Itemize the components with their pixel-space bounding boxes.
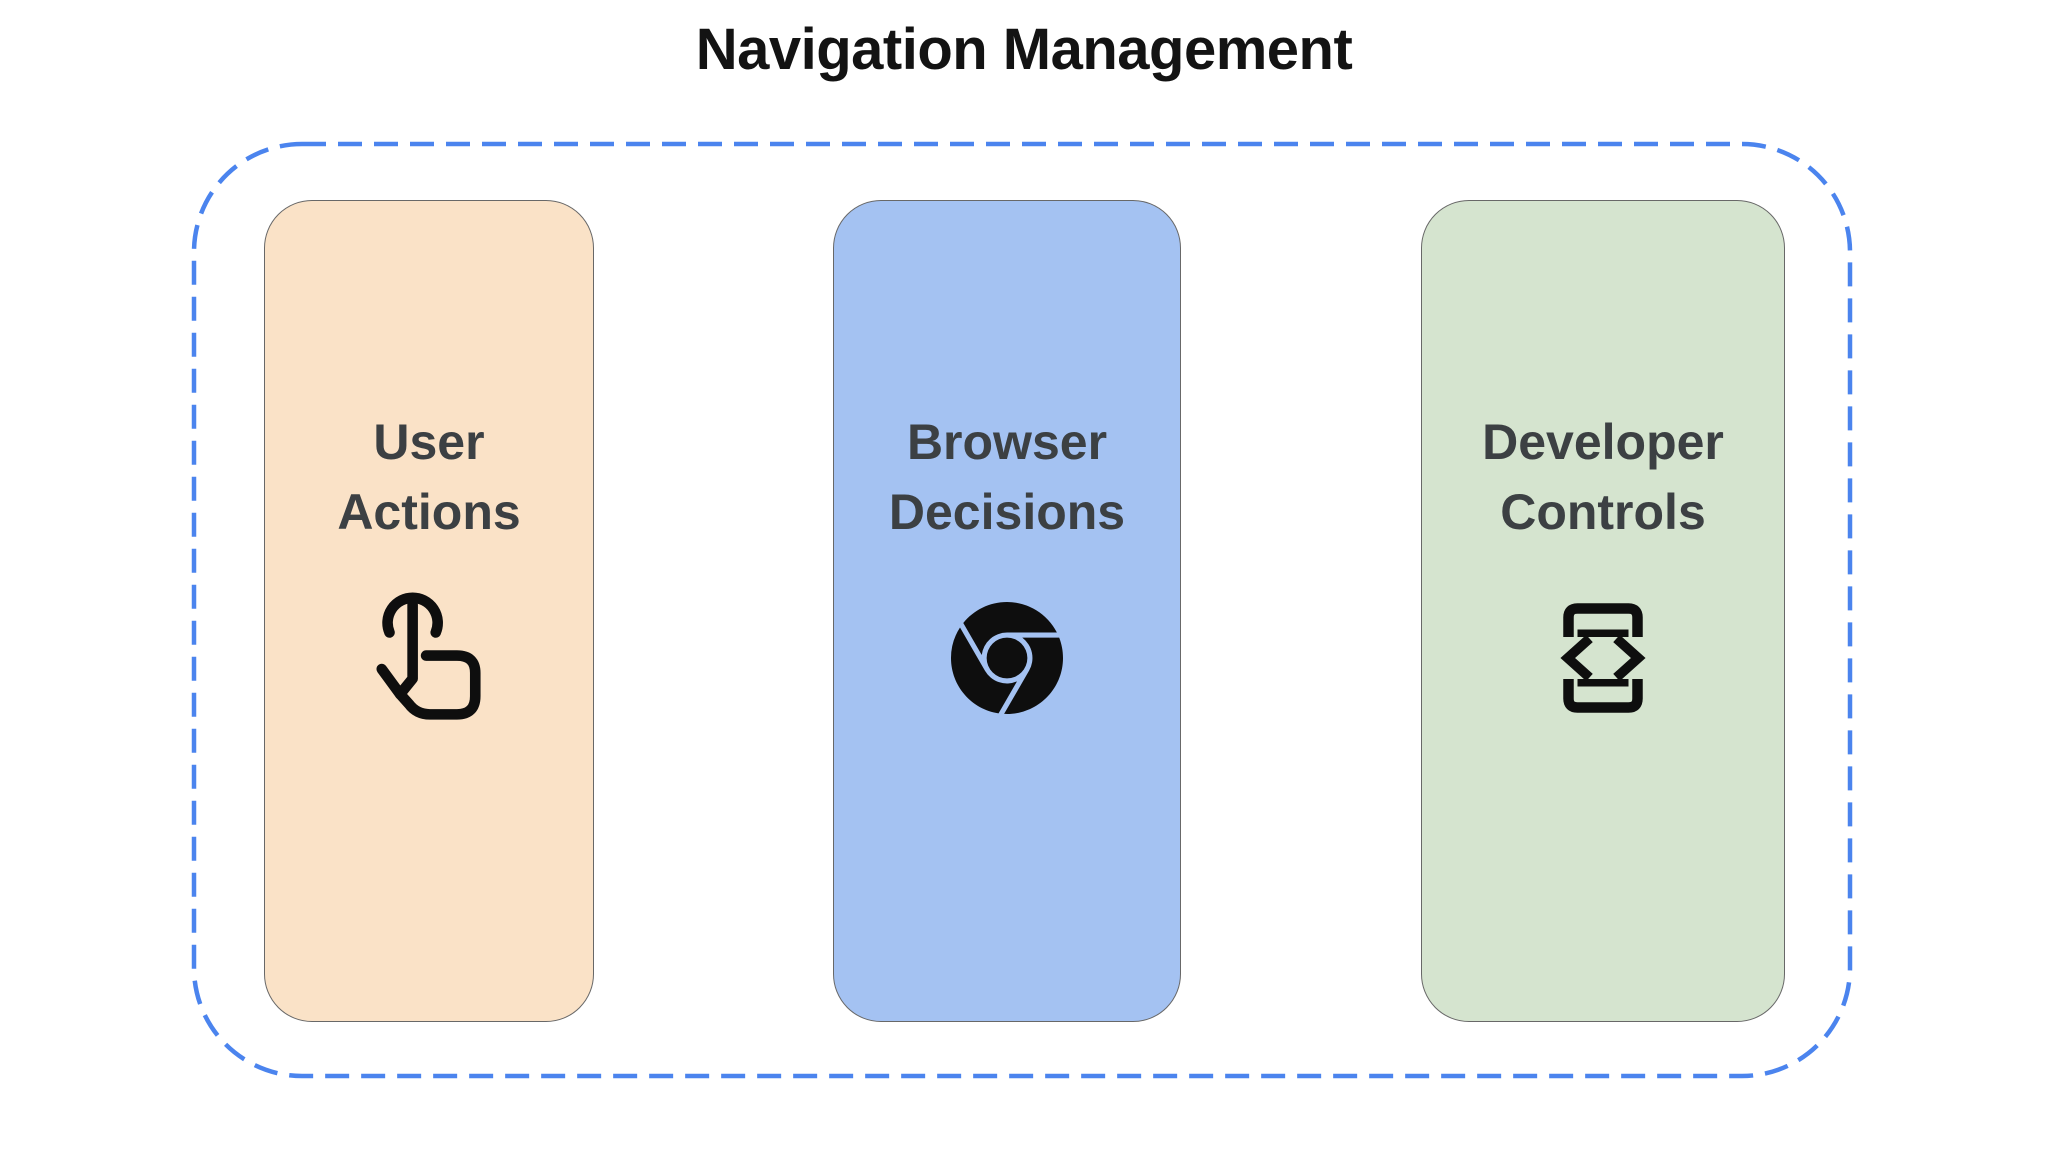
card-user-actions-label: User Actions: [337, 414, 521, 540]
card-user-actions: User Actions: [264, 200, 594, 1022]
diagram-title: Navigation Management: [695, 17, 1353, 82]
card-browser-decisions: Browser Decisions: [833, 200, 1181, 1022]
chrome-browser-icon: [951, 585, 1063, 731]
card-browser-decisions-label: Browser Decisions: [888, 414, 1126, 540]
card-developer-controls: Developer Controls: [1421, 200, 1785, 1022]
tap-gesture-icon: [376, 585, 482, 731]
developer-mode-icon: [1558, 585, 1648, 731]
card-developer-controls-label: Developer Controls: [1482, 414, 1724, 540]
